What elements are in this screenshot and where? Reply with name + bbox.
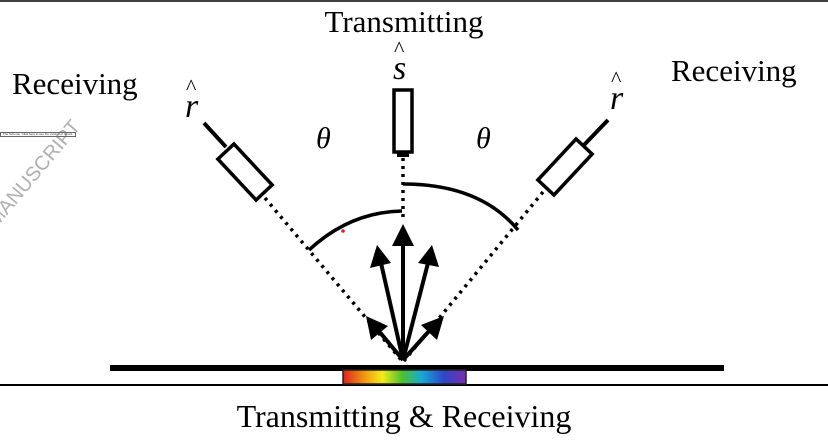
s-hat-label: s bbox=[393, 38, 406, 86]
theta-right-label: θ bbox=[476, 122, 491, 155]
theta-left-label: θ bbox=[316, 122, 331, 155]
left-receiver-sensor bbox=[202, 121, 275, 203]
arrow-left-inner bbox=[370, 245, 405, 361]
arrow-right-inner bbox=[401, 245, 439, 361]
arrow-left-outer bbox=[366, 316, 405, 362]
left-receiving-label: Receiving bbox=[12, 66, 138, 101]
color-sample bbox=[342, 369, 467, 385]
transmitting-receiving-title: Transmitting & Receiving bbox=[236, 398, 572, 434]
red-marker-dot bbox=[341, 229, 345, 233]
r-hat-right-label: r bbox=[610, 68, 623, 116]
left-angle-arc bbox=[307, 209, 403, 252]
record-note[interactable]: The Scheme. Click here to see the versio… bbox=[0, 132, 77, 137]
right-angle-arc bbox=[402, 182, 520, 232]
r-hat-left-label: r bbox=[185, 76, 198, 124]
arrow-right-outer bbox=[401, 316, 444, 362]
arrow-center bbox=[392, 224, 414, 360]
transmitting-title: Transmitting bbox=[324, 4, 484, 39]
scatter-arrows bbox=[366, 224, 444, 362]
transmitter-sensor bbox=[392, 88, 414, 157]
right-receiver-sensor bbox=[535, 118, 610, 198]
right-receiving-label: Receiving bbox=[671, 53, 797, 88]
